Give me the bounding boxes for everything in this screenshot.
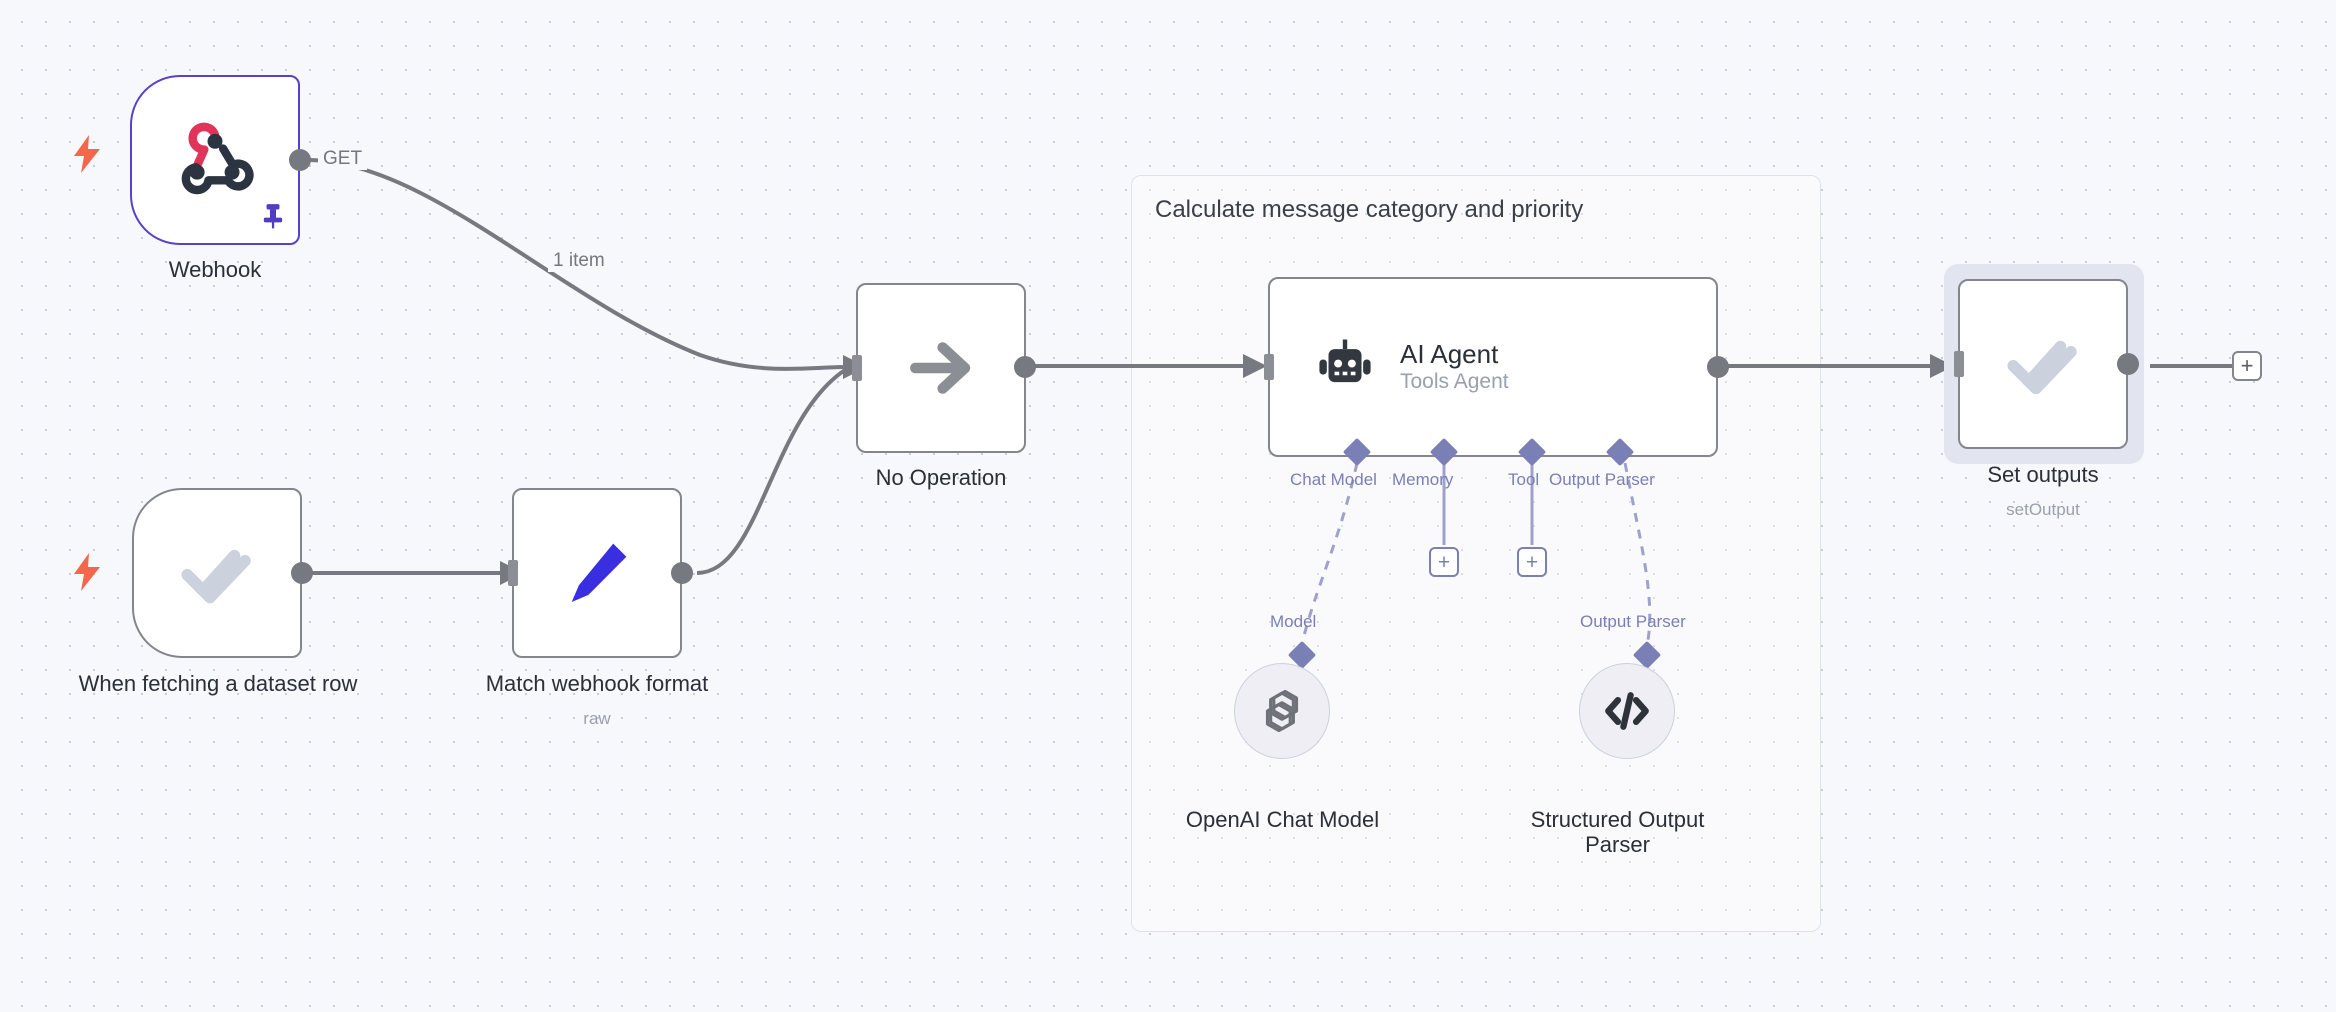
set-outputs-input-port[interactable] [1954,351,1964,377]
double-check-icon [181,549,251,604]
arrow-right-icon [910,342,971,394]
connector-label-output-parser-sub: Output Parser [1580,612,1686,631]
robot-icon [1319,339,1371,383]
node-label-openai-chat-model: OpenAI Chat Model [1185,807,1380,832]
node-sublabel-set-outputs: setOutput [2006,500,2080,519]
pencil-icon [571,543,627,603]
connector-label-output-parser: Output Parser [1549,470,1655,489]
ai-agent-title: AI Agent [1400,338,1499,369]
connector-label-chat-model: Chat Model [1290,470,1377,489]
node-label-no-operation: No Operation [875,465,1007,490]
trigger-bolt-icon [74,135,100,178]
group-title: Calculate message category and priority [1155,196,1584,223]
connector-label-model: Model [1270,612,1317,631]
node-no-operation[interactable] [856,283,1026,453]
node-ai-agent[interactable]: AI Agent Tools Agent [1268,277,1718,457]
node-webhook[interactable] [130,75,300,245]
set-outputs-output-port[interactable] [2117,353,2139,375]
node-label-when-fetching-dataset-row: When fetching a dataset row [78,671,358,696]
code-brackets-icon [1605,692,1649,730]
trigger-bolt-icon-dataset [74,553,100,596]
node-label-set-outputs: Set outputs [1987,462,2099,487]
pin-icon[interactable] [260,202,286,235]
no-operation-input-port[interactable] [852,355,862,381]
node-label-webhook: Webhook [168,257,262,282]
ai-agent-output-port[interactable] [1707,356,1729,378]
node-label-structured-output-parser: Structured Output Parser [1530,807,1705,857]
node-sublabel-match-webhook-format: raw [583,709,611,728]
ai-agent-subtitle: Tools Agent [1400,369,1509,393]
node-openai-chat-model[interactable] [1234,663,1330,759]
connector-label-memory: Memory [1392,470,1454,489]
edge-label-items: 1 item [548,250,610,272]
node-match-webhook-format[interactable] [512,488,682,658]
connector-label-tool: Tool [1508,470,1540,489]
webhook-icon [181,122,254,195]
add-tool-button[interactable]: + [1517,547,1547,577]
match-webhook-output-port[interactable] [671,562,693,584]
openai-icon [1265,689,1299,733]
add-node-button[interactable]: + [2232,351,2262,381]
webhook-output-label: GET [318,148,368,170]
ai-agent-input-port[interactable] [1264,354,1274,380]
node-set-outputs[interactable] [1958,279,2128,449]
node-when-fetching-dataset-row[interactable] [132,488,302,658]
webhook-output-port[interactable] [289,149,311,171]
add-memory-button[interactable]: + [1429,547,1459,577]
dataset-output-port[interactable] [291,562,313,584]
no-operation-output-port[interactable] [1014,356,1036,378]
double-check-icon-set-outputs [2007,340,2077,395]
match-webhook-input-port[interactable] [508,560,518,586]
node-structured-output-parser[interactable] [1579,663,1675,759]
node-label-match-webhook-format: Match webhook format [485,671,709,696]
